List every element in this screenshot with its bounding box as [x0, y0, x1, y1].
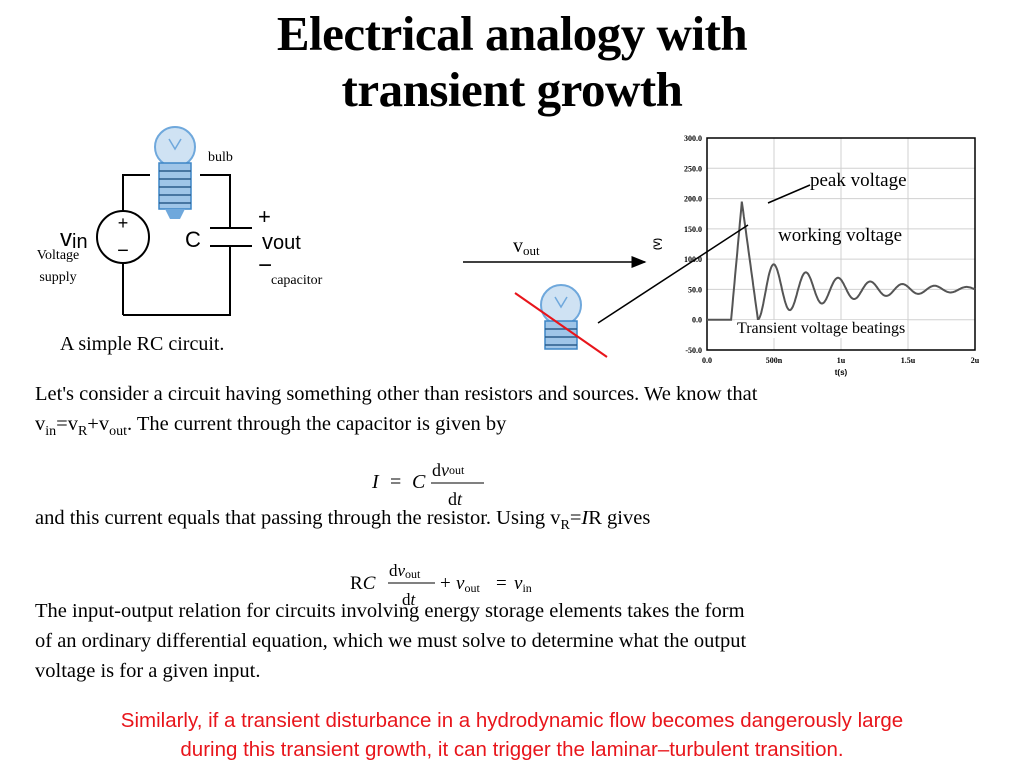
y-tick-label: 200.0	[684, 195, 702, 204]
eq2-RC: RC	[350, 573, 376, 594]
working-voltage-annotation: working voltage	[778, 225, 903, 246]
peak-voltage-annotation: peak voltage	[810, 170, 907, 191]
crossed-bulb-icon	[514, 284, 608, 358]
paragraph-3-line-1: The input-output relation for circuits i…	[35, 600, 745, 622]
eq2-vin: vin	[514, 573, 532, 595]
paragraph-2: and this current equals that passing thr…	[35, 507, 651, 534]
circuit-wires	[122, 174, 252, 316]
y-tick-label: -50.0	[685, 346, 702, 355]
paragraph-1: Let's consider a circuit having somethin…	[35, 379, 995, 447]
closing-statement: Similarly, if a transient disturbance in…	[0, 706, 1024, 764]
eq1-C: C	[412, 471, 426, 493]
plot-x-ticks: 0.0 500n 1u 1.5u 2u	[702, 356, 980, 365]
x-tick-label: 0.0	[702, 356, 712, 365]
y-unit-label: (V)	[652, 238, 662, 250]
beatings-annotation: Transient voltage beatings	[735, 320, 908, 338]
y-tick-label: 50.0	[688, 285, 702, 294]
eq2-plus: +	[440, 573, 451, 594]
closing-line-1: Similarly, if a transient disturbance in…	[120, 709, 904, 732]
vout-plus: +	[258, 204, 271, 229]
vin-label: vin	[60, 225, 88, 253]
rc-circuit-diagram: + − bulb vin C + vout − Voltage supply c…	[37, 126, 323, 316]
title-line-1: Electrical analogy with	[276, 6, 748, 61]
vout-label: vout	[262, 229, 301, 254]
eq1-I: I	[371, 471, 380, 493]
plot-y-ticks: 300.0 250.0 200.0 150.0 100.0 50.0 0.0 -50.0	[684, 134, 702, 355]
paragraph-1-line-2: vin=vR+vout. The current through the cap…	[35, 413, 507, 440]
arrow-vout-label: vout	[513, 235, 540, 258]
voltage-curve	[707, 201, 976, 322]
slide-title: Electrical analogy with transient growth	[0, 6, 1024, 118]
y-tick-label: 150.0	[684, 225, 702, 234]
paragraph-1-line-1: Let's consider a circuit having somethin…	[35, 383, 758, 405]
eq2-numerator: dvout	[389, 561, 421, 581]
eq2-denominator: dt	[402, 590, 417, 609]
voltage-source	[96, 210, 150, 264]
plot-frame	[706, 137, 976, 351]
circuit-caption: A simple RC circuit.	[60, 333, 225, 355]
bulb-label: bulb	[208, 150, 233, 165]
y-tick-label: 0.0	[692, 316, 702, 325]
working-pointer	[597, 224, 749, 324]
x-unit-label: t(s)	[835, 368, 848, 377]
equation-rc: RC dvout dt + vout = vin	[350, 561, 532, 609]
y-tick-label: 300.0	[684, 134, 702, 143]
source-plus: +	[118, 213, 129, 233]
closing-line-2: during this transient growth, it can tri…	[180, 738, 844, 761]
supply-label-1: Voltage	[37, 248, 80, 263]
y-tick-label: 100.0	[684, 255, 702, 264]
paragraph-3: The input-output relation for circuits i…	[35, 596, 995, 686]
title-line-2: transient growth	[341, 62, 683, 117]
x-tick-label: 1.5u	[901, 356, 916, 365]
eq1-equals: =	[390, 471, 401, 493]
x-tick-label: 500n	[766, 356, 783, 365]
y-tick-label: 250.0	[684, 164, 702, 173]
eq2-vout: vout	[456, 573, 480, 595]
signal-arrow-area: vout	[463, 235, 647, 358]
eq1-numerator: dvout	[432, 460, 465, 480]
supply-label-2: supply	[39, 270, 76, 285]
x-tick-label: 2u	[971, 356, 980, 365]
paragraph-3-line-2: of an ordinary differential equation, wh…	[35, 630, 747, 652]
paragraph-3-line-3: voltage is for a given input.	[35, 660, 261, 682]
capacitor-label: capacitor	[271, 273, 323, 288]
peak-pointer	[767, 184, 811, 204]
source-minus: −	[117, 240, 129, 262]
equation-current: I = C dvout dt	[371, 460, 484, 509]
eq1-denominator: dt	[448, 489, 463, 509]
plot-annotations	[597, 184, 811, 324]
vout-minus: −	[258, 252, 272, 279]
x-tick-label: 1u	[837, 356, 846, 365]
bulb-icon	[154, 126, 196, 219]
capacitor-symbol-label: C	[185, 227, 201, 252]
eq2-equals: =	[496, 573, 507, 594]
